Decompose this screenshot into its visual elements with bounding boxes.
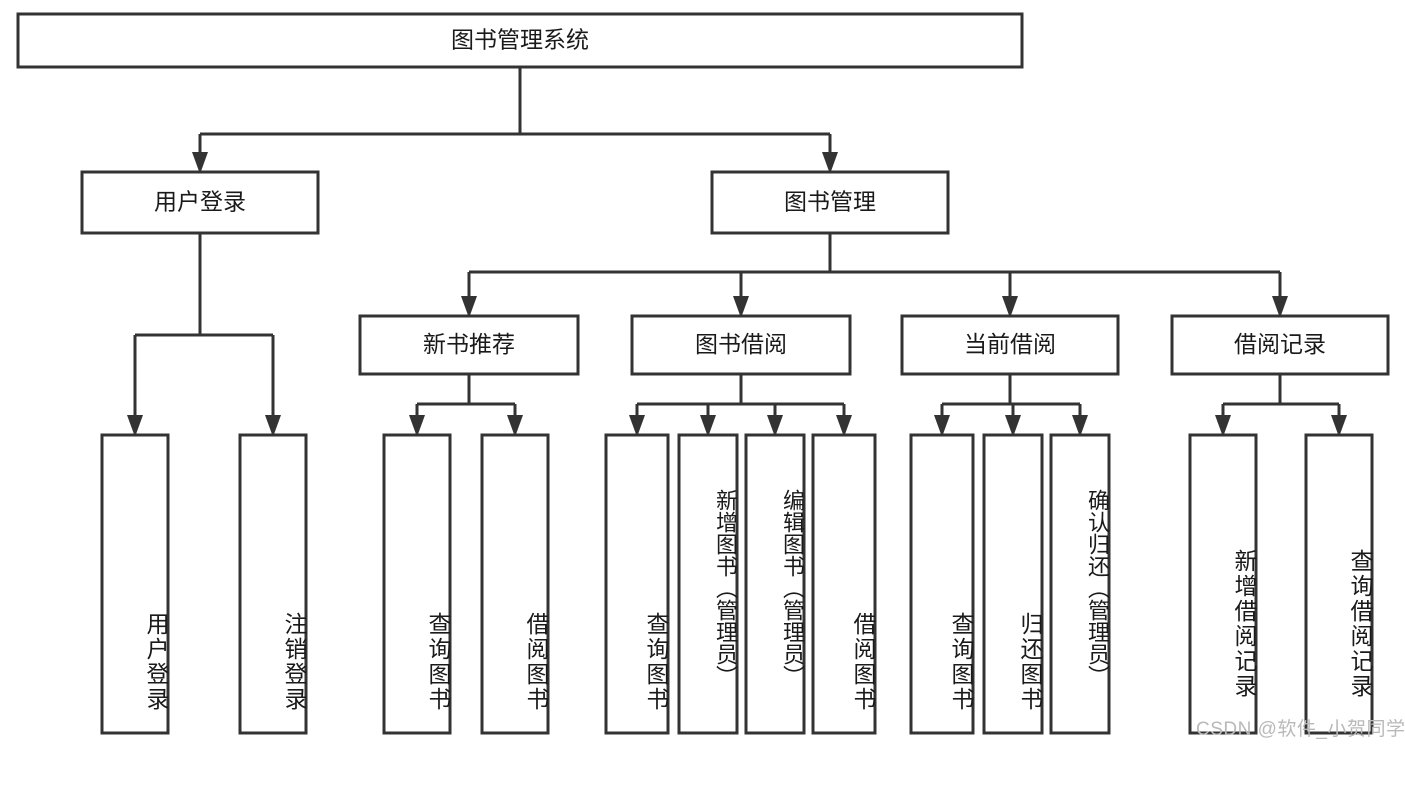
arrow-head-icon — [934, 415, 950, 437]
watermark-text: CSDN @软件_小贺同学 — [1196, 719, 1405, 740]
arrow-head-icon — [836, 415, 852, 437]
node-box-leaf-query-book-3[interactable] — [909, 433, 975, 735]
node-box-leaf-user-logout[interactable] — [238, 433, 308, 735]
node-box-borrow-record[interactable] — [1170, 314, 1390, 376]
arrow-head-icon — [1331, 415, 1347, 437]
node-box-current-borrow[interactable] — [900, 314, 1120, 376]
arrow-head-icon — [700, 415, 716, 437]
node-box-leaf-borrow-book-2[interactable] — [811, 433, 877, 735]
arrow-head-icon — [1005, 415, 1021, 437]
arrow-head-icon — [1215, 415, 1231, 437]
arrow-head-icon — [461, 296, 477, 318]
arrow-head-icon — [507, 415, 523, 437]
node-box-leaf-query-record[interactable] — [1304, 433, 1374, 735]
arrow-head-icon — [629, 415, 645, 437]
node-box-leaf-return-book[interactable] — [982, 433, 1044, 735]
node-box-leaf-edit-book[interactable] — [744, 433, 806, 735]
arrow-head-icon — [409, 415, 425, 437]
node-label-root: 图书管理系统 — [451, 27, 589, 53]
node-label-new-book-rec: 新书推荐 — [423, 331, 515, 357]
arrow-head-icon — [822, 152, 838, 174]
arrow-head-icon — [192, 152, 208, 174]
node-label-user-login: 用户登录 — [154, 189, 246, 215]
node-box-leaf-confirm-return[interactable] — [1049, 433, 1111, 735]
arrow-head-icon — [127, 415, 143, 437]
node-label-book-borrow: 图书借阅 — [695, 331, 787, 357]
node-box-leaf-user-login[interactable] — [100, 433, 170, 735]
arrow-head-icon — [265, 415, 281, 437]
node-box-book-borrow[interactable] — [630, 314, 852, 376]
arrow-head-icon — [733, 296, 749, 318]
node-box-new-book-rec[interactable] — [358, 314, 580, 376]
arrow-head-icon — [1072, 415, 1088, 437]
arrow-head-icon — [1272, 296, 1288, 318]
node-box-leaf-add-book[interactable] — [677, 433, 739, 735]
node-box-leaf-query-book-1[interactable] — [382, 433, 452, 735]
diagram-canvas: 图书管理系统用户登录图书管理新书推荐图书借阅当前借阅借阅记录 用户登录注销登录查… — [16, 12, 1405, 740]
node-box-leaf-query-book-2[interactable] — [604, 433, 670, 735]
node-label-borrow-record: 借阅记录 — [1234, 331, 1326, 357]
edges-layer — [127, 67, 1347, 437]
arrow-head-icon — [1002, 296, 1018, 318]
node-box-book-manage[interactable] — [710, 170, 950, 235]
node-box-root[interactable] — [16, 12, 1024, 69]
node-box-user-login[interactable] — [80, 170, 320, 235]
node-box-leaf-add-record[interactable] — [1188, 433, 1258, 735]
node-label-book-manage: 图书管理 — [784, 189, 876, 215]
arrow-head-icon — [767, 415, 783, 437]
node-label-current-borrow: 当前借阅 — [964, 331, 1056, 357]
node-box-leaf-borrow-book-1[interactable] — [480, 433, 550, 735]
